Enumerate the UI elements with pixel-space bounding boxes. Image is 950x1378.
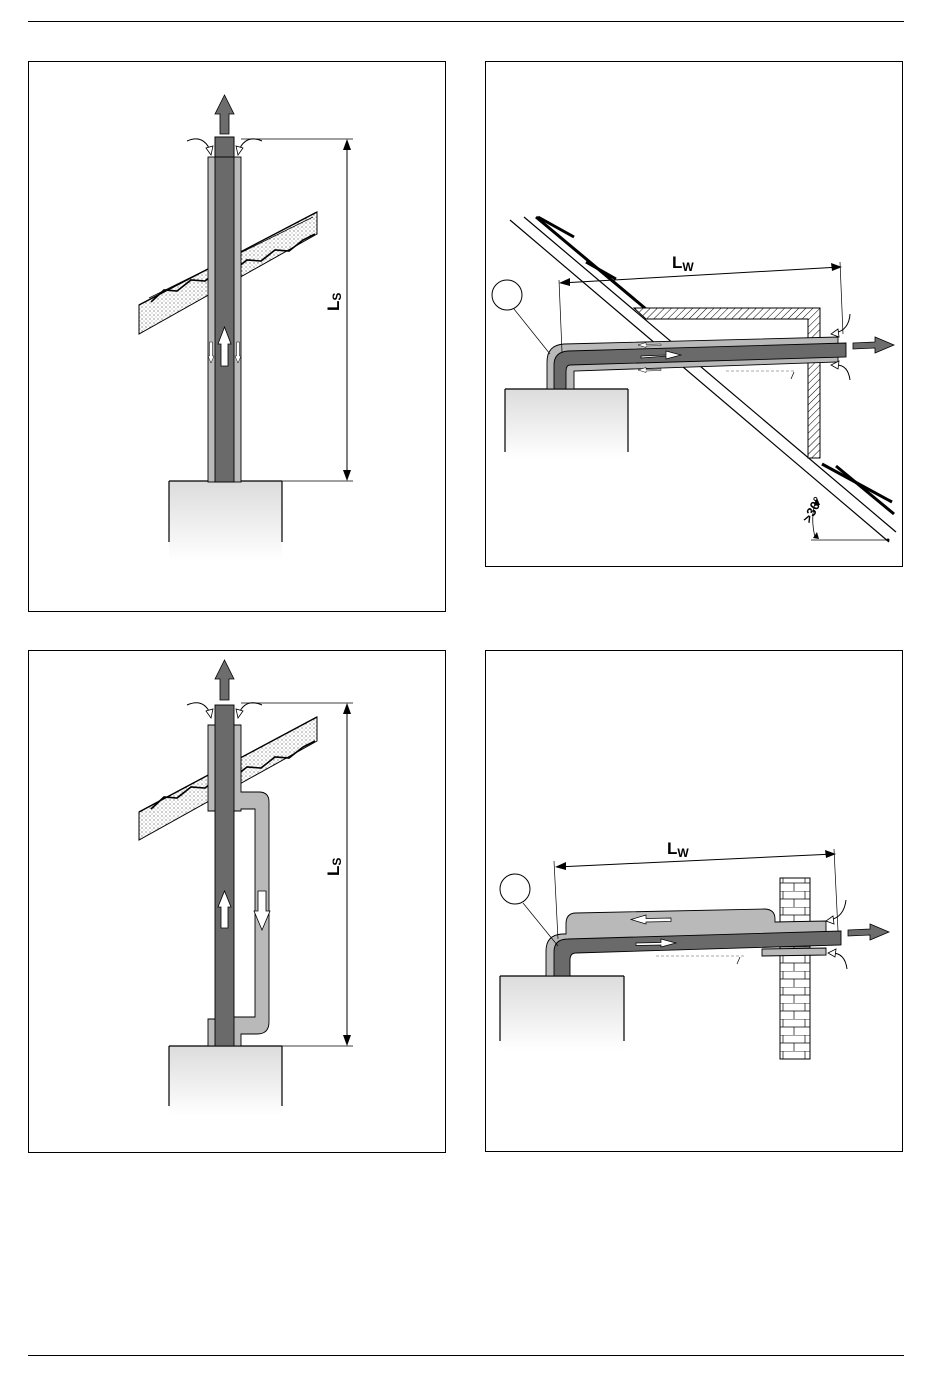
dimension-ls-label: LS — [324, 293, 344, 311]
footer-rule — [28, 1355, 904, 1356]
panel-vertical-concentric: LS — [28, 61, 446, 612]
dimension-lw-label: LW — [667, 839, 689, 860]
angle-label: >30° — [799, 494, 825, 525]
exhaust-arrow — [215, 95, 234, 134]
flue-pipe — [215, 705, 234, 1046]
reference-marker — [500, 874, 530, 904]
panel-wall-horizontal: LW — [485, 650, 903, 1152]
boiler — [169, 481, 282, 561]
diagram-vertical-concentric: LS — [29, 62, 445, 611]
concentric-flue-pipe — [208, 137, 241, 482]
panel-roof-horizontal: LW >30° — [485, 61, 903, 567]
horizontal-flue-pipe — [547, 337, 846, 389]
diagram-roof-horizontal: LW >30° — [486, 62, 902, 566]
dimension-lw-label: LW — [672, 253, 694, 274]
reference-marker — [492, 280, 522, 310]
exhaust-arrow — [848, 924, 889, 940]
diagram-wall-horizontal: LW — [486, 651, 902, 1151]
panel-vertical-separate: LS — [28, 650, 446, 1153]
brick-wall — [780, 878, 810, 1059]
dimension-ls-label: LS — [324, 858, 344, 876]
exhaust-arrow — [853, 337, 894, 353]
header-rule — [28, 21, 904, 22]
boiler — [169, 1046, 282, 1116]
exhaust-arrow — [215, 660, 234, 700]
boiler — [500, 976, 624, 1051]
dormer-housing — [634, 308, 820, 458]
diagram-vertical-separate: LS — [29, 651, 445, 1152]
boiler — [505, 389, 628, 459]
